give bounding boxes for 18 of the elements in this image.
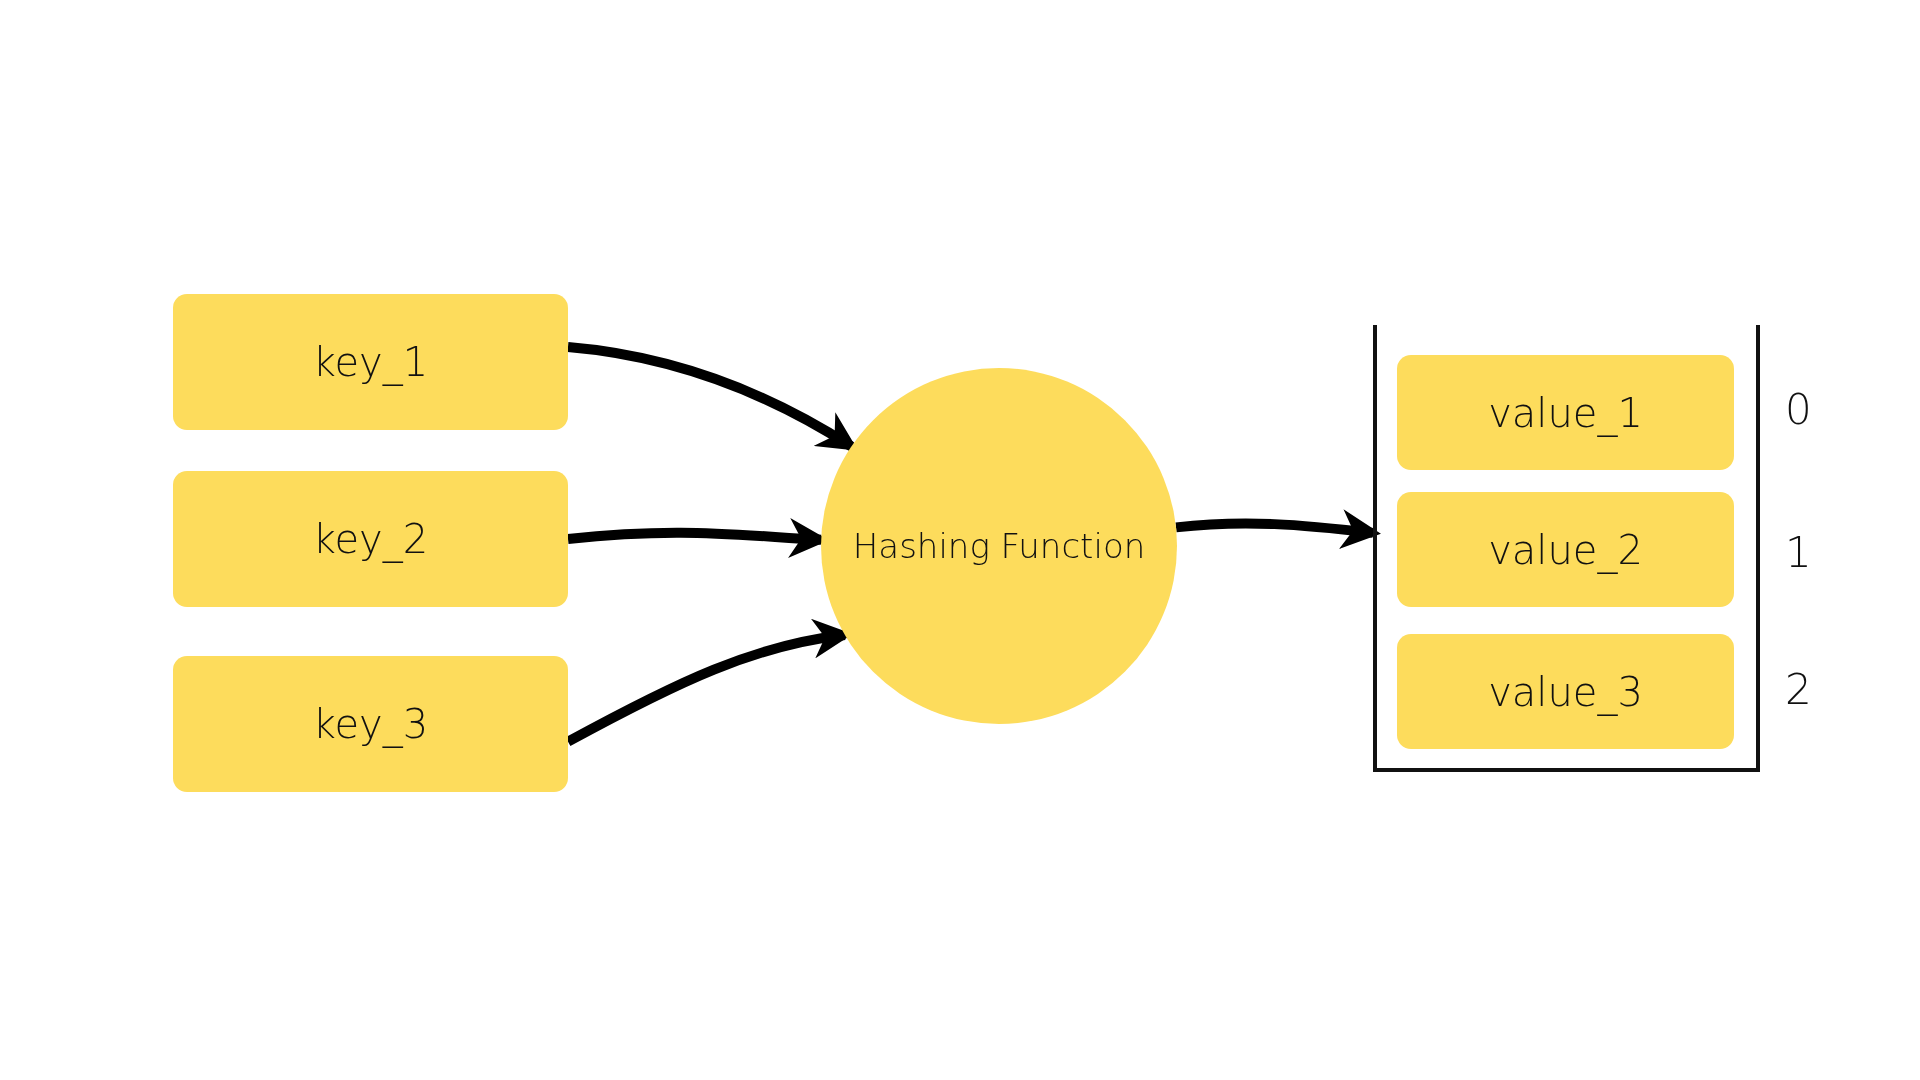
node-label: key_2	[312, 516, 429, 562]
curved-arrow	[1175, 509, 1381, 550]
node-label: value_2	[1488, 526, 1643, 573]
value-box	[1397, 634, 1734, 749]
function-label: Hashing Function	[852, 526, 1146, 566]
node-label: key_3	[312, 701, 429, 747]
value-box	[1397, 492, 1734, 607]
node-label: value_1	[1488, 389, 1643, 436]
key-box	[173, 656, 568, 792]
key-box	[173, 294, 568, 430]
value-box	[1397, 355, 1734, 470]
node-label: value_3	[1488, 668, 1643, 715]
index-label: 2	[1785, 665, 1812, 714]
index-label: 1	[1785, 528, 1812, 577]
key-box	[173, 471, 568, 607]
index-label: 0	[1785, 385, 1812, 434]
node-label: key_1	[312, 339, 429, 385]
array-container	[1373, 325, 1760, 772]
